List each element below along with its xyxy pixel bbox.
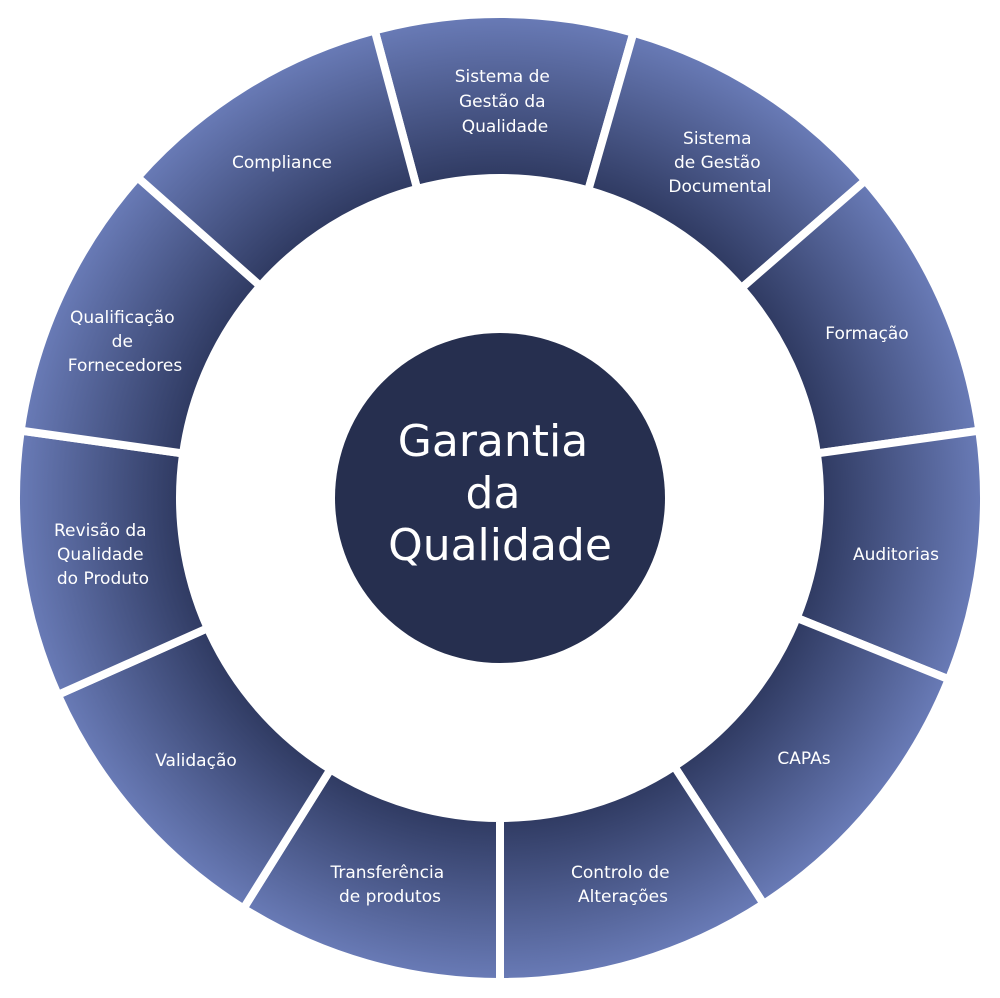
segment-ring <box>12 10 988 987</box>
label-line: Fornecedores <box>68 356 183 376</box>
label-line: Sistema de <box>455 67 550 87</box>
center-title: Garantia da Qualidade <box>388 416 612 571</box>
center-line: Qualidade <box>388 520 612 571</box>
ring-segment <box>131 25 423 292</box>
label-line: CAPAs <box>777 749 830 769</box>
center-circle <box>335 333 665 663</box>
label-line: do Produto <box>57 569 149 589</box>
label-line: de <box>112 332 133 352</box>
segment-label-auditorias: Auditorias <box>853 545 939 565</box>
segment-label-controlo-alteracoes: Controlo de Alterações <box>571 863 675 907</box>
segment-label-capas: CAPAs <box>777 749 830 769</box>
label-line: Auditorias <box>853 545 939 565</box>
segment-label-formacao: Formação <box>825 324 908 344</box>
segment-label-transferencia-produtos: Transferência de produtos <box>329 863 449 907</box>
label-line: Documental <box>668 177 771 197</box>
segment-label-compliance: Compliance <box>232 153 332 173</box>
label-line: de produtos <box>339 887 441 907</box>
label-line: Qualidade <box>57 545 143 565</box>
label-line: Revisão da <box>54 521 147 541</box>
segment-label-sistema-gestao-qualidade: Sistema de Gestão da Qualidade <box>455 67 556 137</box>
segment-label-sistema-gestao-documental: Sistema de Gestão Documental <box>668 129 771 197</box>
label-line: Gestão da <box>459 92 546 112</box>
center-line: Garantia <box>398 416 588 467</box>
label-line: Qualificação <box>70 308 175 328</box>
label-line: Sistema <box>683 129 751 149</box>
label-line: Validação <box>155 751 237 771</box>
segment-label-validacao: Validação <box>155 751 237 771</box>
center-line: da <box>466 468 521 519</box>
label-line: Formação <box>825 324 908 344</box>
label-line: Compliance <box>232 153 332 173</box>
label-line: de Gestão <box>674 153 761 173</box>
segment-label-qualificacao-fornecedores: Qualificação de Fornecedores <box>68 308 183 376</box>
label-line: Qualidade <box>462 117 548 137</box>
label-line: Alterações <box>578 887 668 907</box>
segment-label-revisao-qualidade-produto: Revisão da Qualidade do Produto <box>54 521 152 589</box>
label-line: Controlo de <box>571 863 670 883</box>
label-line: Transferência <box>329 863 444 883</box>
